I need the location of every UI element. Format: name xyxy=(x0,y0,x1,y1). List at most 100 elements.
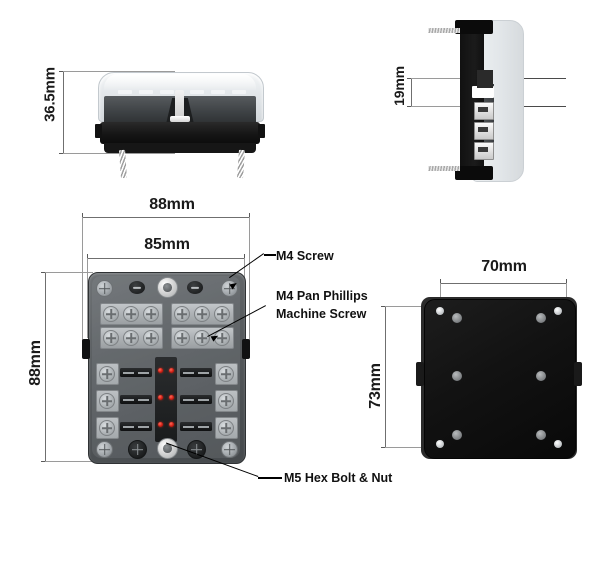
lid-vent-slot xyxy=(160,90,174,94)
bus-bar-screw xyxy=(103,306,119,322)
mounting-hole-bottom-right xyxy=(536,430,546,440)
bus-bar-screw xyxy=(214,330,230,346)
dimension-label-width-88mm: 88mm xyxy=(149,196,195,213)
terminal-blade-slot xyxy=(478,107,488,112)
mounting-hole-mid-right xyxy=(536,371,546,381)
bus-bar-screw xyxy=(194,330,210,346)
mounting-hole-top-right xyxy=(536,313,546,323)
terminal-blade-slot xyxy=(478,147,488,152)
corner-screw-bottom-right xyxy=(221,441,238,458)
bus-bar-screw xyxy=(174,330,190,346)
terminal-blade-slot xyxy=(478,127,488,132)
corner-screw-top-left xyxy=(96,280,113,297)
dimension-line-36-5mm xyxy=(63,71,64,153)
bus-bar-screw xyxy=(214,306,230,322)
bus-bar-screw xyxy=(103,330,119,346)
corner-hole-bottom-left xyxy=(436,440,444,448)
fuse-slot xyxy=(180,395,212,404)
corner-hole-bottom-right xyxy=(554,440,562,448)
extension-line-bottom-73mm xyxy=(385,447,443,448)
led-indicator xyxy=(169,422,174,427)
positive-terminal-screw-right xyxy=(187,440,206,459)
led-indicator xyxy=(169,368,174,373)
fuse-terminal-screw xyxy=(218,393,234,409)
fuse-slot xyxy=(120,395,152,404)
callout-leader-line-m4-screw xyxy=(229,253,264,279)
lid-vent-slot xyxy=(118,90,132,94)
fuse-terminal-screw xyxy=(218,366,234,382)
fuse-terminal-screw xyxy=(99,393,115,409)
mounting-screw-left xyxy=(119,149,127,179)
fuse-terminal-screw xyxy=(99,420,115,436)
extension-line-bottom-19mm xyxy=(411,106,474,107)
cap-bottom xyxy=(455,166,493,180)
lid-vent-slot xyxy=(211,90,225,94)
bus-bar-screw xyxy=(194,306,210,322)
side-mounting-tab-right xyxy=(242,339,250,359)
side-mounting-tab-left xyxy=(95,124,102,138)
led-indicator-strip xyxy=(155,357,177,442)
corner-screw-top-right xyxy=(221,280,238,297)
corner-hole-top-left xyxy=(436,307,444,315)
leader-line-terminal-upper xyxy=(508,78,566,79)
fuse-terminal-screw xyxy=(218,420,234,436)
led-indicator xyxy=(158,368,163,373)
extension-line-left-88mm xyxy=(82,217,83,345)
base-foot xyxy=(104,143,256,153)
center-bolt-post xyxy=(175,90,184,118)
mounting-screw-bottom xyxy=(428,166,460,171)
dimension-line-height-73mm xyxy=(385,306,386,448)
back-plate-body xyxy=(424,299,576,459)
dimension-line-width-70mm xyxy=(440,283,567,284)
side-mounting-tab-right xyxy=(258,124,265,138)
mounting-screw-right xyxy=(237,149,245,179)
dimension-label-height-88mm: 88mm xyxy=(27,340,44,386)
lid-gloss-highlight xyxy=(104,74,256,90)
callout-label-m4-pan-phillips-line2: Machine Screw xyxy=(276,307,367,321)
dimension-label-width-85mm: 85mm xyxy=(144,236,190,253)
callout-leader-stub-m4-screw xyxy=(264,254,276,256)
extension-line-bottom-36-5mm xyxy=(63,153,175,154)
retaining-clip xyxy=(472,86,494,98)
positive-terminal-screw-left xyxy=(128,440,147,459)
callout-leader-stub-m5-hex-bolt xyxy=(258,477,282,479)
lid-vent-slot xyxy=(232,90,246,94)
cap-top xyxy=(455,20,493,34)
fuse-slot xyxy=(180,368,212,377)
extension-line-right-70mm xyxy=(566,283,567,307)
dimension-line-height-88mm xyxy=(45,272,46,462)
callout-label-m5-hex-bolt: M5 Hex Bolt & Nut xyxy=(284,471,393,485)
side-mounting-tab-right xyxy=(574,362,582,386)
mounting-screw-top xyxy=(428,28,460,33)
mounting-hole-bottom-left xyxy=(452,430,462,440)
base-housing xyxy=(100,122,260,144)
led-indicator xyxy=(158,422,163,427)
bus-bar-screw xyxy=(123,330,139,346)
callout-label-m4-screw: M4 Screw xyxy=(276,249,334,263)
center-bolt-nut xyxy=(170,116,190,122)
led-indicator xyxy=(169,395,174,400)
mounting-hole-top-left xyxy=(452,313,462,323)
extension-line-top-19mm xyxy=(411,78,474,79)
dimension-line-width-88mm xyxy=(82,217,250,218)
negative-terminal-button-right xyxy=(187,281,203,294)
negative-terminal-button-left xyxy=(129,281,145,294)
retaining-clip-slot xyxy=(477,70,493,88)
bus-bar-screw xyxy=(143,306,159,322)
bus-bar-screw xyxy=(143,330,159,346)
led-indicator xyxy=(158,395,163,400)
extension-line-right-88mm xyxy=(249,217,250,345)
extension-line-left-85mm xyxy=(87,258,88,338)
extension-line-top-height-88mm xyxy=(45,272,93,273)
hex-bolt-bottom-center xyxy=(157,438,178,459)
fuse-terminal-screw xyxy=(99,366,115,382)
bus-bar-screw xyxy=(174,306,190,322)
dimension-label-36-5mm: 36.5mm xyxy=(41,67,59,122)
corner-hole-top-right xyxy=(554,307,562,315)
bus-bar-screw xyxy=(123,306,139,322)
side-mounting-tab-left xyxy=(82,339,90,359)
dimension-label-height-73mm: 73mm xyxy=(367,363,384,409)
hex-bolt-top-center xyxy=(157,277,178,298)
dimension-label-19mm: 19mm xyxy=(391,66,407,106)
